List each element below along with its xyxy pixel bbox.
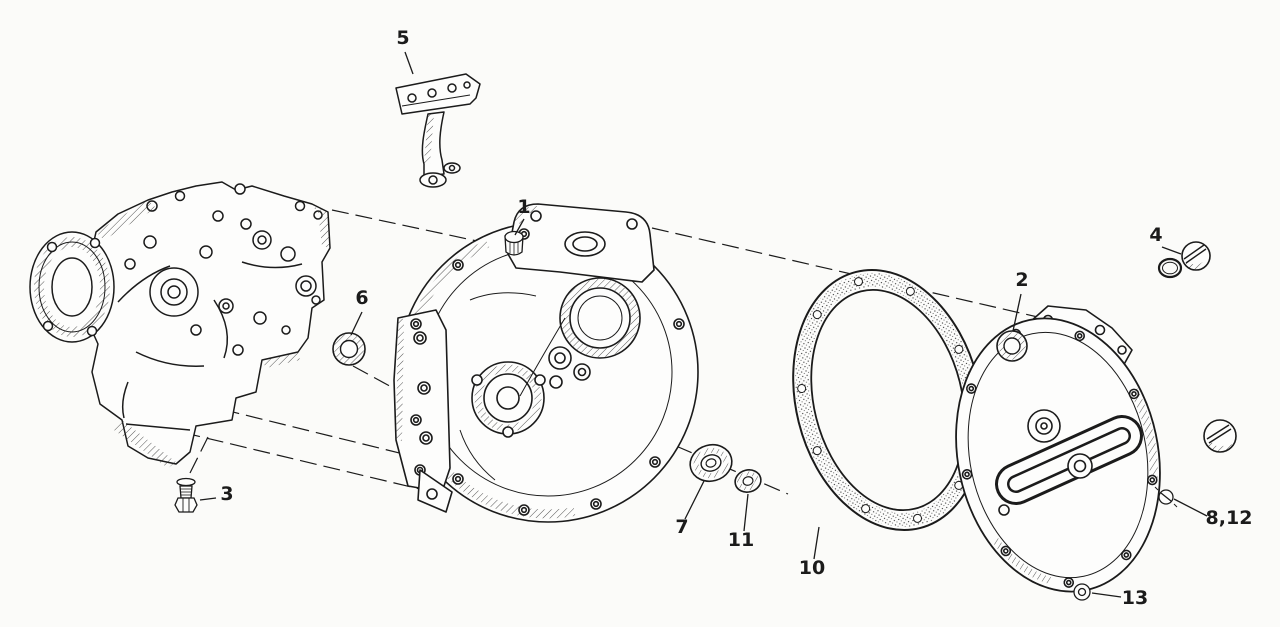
callout-label-2: 2	[1015, 269, 1028, 291]
callout-label-8-12: 8,12	[1206, 507, 1253, 529]
callout-label-11: 11	[728, 529, 754, 551]
part-plug-screw-1	[504, 230, 524, 256]
part-crankcase-left	[29, 181, 331, 468]
part-plug-4	[1157, 241, 1211, 279]
callout-label-10: 10	[799, 557, 825, 579]
part-drain-plug-3	[174, 477, 198, 513]
callout-label-3: 3	[220, 483, 233, 505]
callout-label-1: 1	[517, 196, 530, 218]
part-mount-bracket	[395, 73, 481, 188]
part-washer-13	[1073, 583, 1091, 601]
part-bearing-6	[332, 332, 366, 366]
part-screw-8-12	[1154, 486, 1178, 508]
part-plug-right	[1203, 419, 1237, 453]
part-bearing-seal-7	[689, 443, 733, 483]
callout-label-5: 5	[396, 27, 409, 49]
part-seal-washer-11	[734, 469, 762, 493]
part-bearing-2	[996, 330, 1028, 362]
part-inner-primary-housing	[393, 203, 699, 523]
callout-label-4: 4	[1149, 224, 1162, 246]
callout-leader-lines	[199, 51, 1208, 598]
callout-label-13: 13	[1122, 587, 1148, 609]
part-outer-primary-cover	[955, 305, 1161, 593]
callout-label-7: 7	[675, 516, 688, 538]
callout-label-6: 6	[355, 287, 368, 309]
